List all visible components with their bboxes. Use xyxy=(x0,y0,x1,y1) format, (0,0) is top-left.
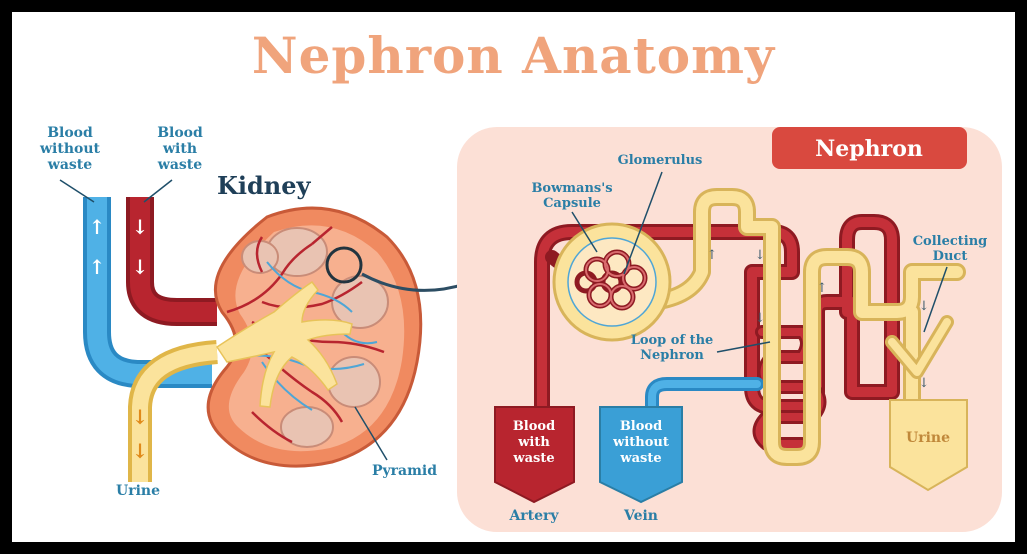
down-arrow-icon: ↓ xyxy=(919,299,930,314)
pyramid-label: Pyramid xyxy=(372,463,437,479)
up-arrow-icon: ↑ xyxy=(817,281,828,296)
down-arrow-icon: ↓ xyxy=(132,255,149,279)
down-arrow-icon: ↓ xyxy=(132,439,149,463)
nephron-tag-label: Nephron xyxy=(815,136,923,162)
urine-label: Urine xyxy=(116,483,160,499)
nephron-diagram: ↑ ↑ ↓ ↓ ↓ ↓ xyxy=(12,12,1015,542)
up-arrow-icon: ↑ xyxy=(89,255,106,279)
glomerulus-label: Glomerulus xyxy=(618,153,703,168)
down-arrow-icon: ↓ xyxy=(755,248,766,263)
kidney-heading: Kidney xyxy=(217,171,311,200)
up-arrow-icon: ↑ xyxy=(707,248,718,263)
down-arrow-icon: ↓ xyxy=(132,215,149,239)
vein-label: Vein xyxy=(623,508,658,524)
down-arrow-icon: ↓ xyxy=(755,311,766,326)
artery-label: Artery xyxy=(508,508,559,524)
diagram-frame: Nephron Anatomy ↑ ↑ ↓ ↓ ↓ ↓ xyxy=(12,12,1015,542)
up-arrow-icon: ↑ xyxy=(89,215,106,239)
down-arrow-icon: ↓ xyxy=(919,376,930,391)
urine-box-label: Urine xyxy=(906,430,950,446)
down-arrow-icon: ↓ xyxy=(132,405,149,429)
